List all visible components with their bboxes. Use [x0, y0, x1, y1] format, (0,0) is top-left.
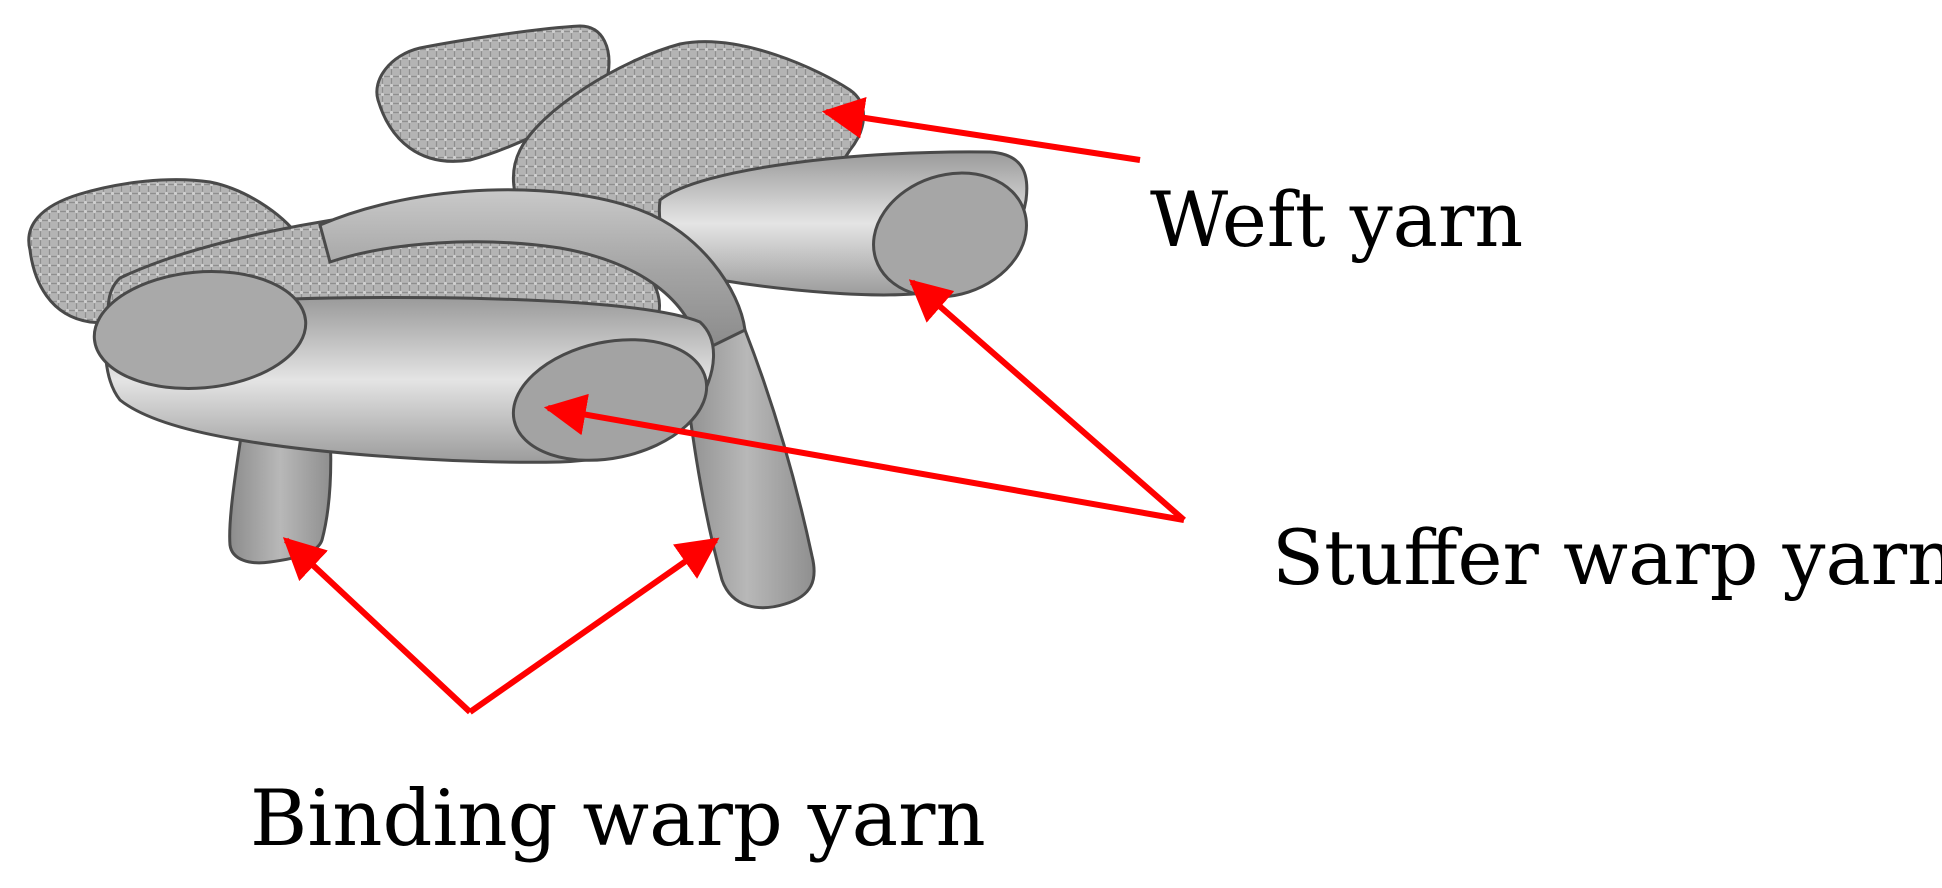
- binding-warp-yarn-label: Binding warp yarn: [250, 774, 986, 864]
- binding-warp-yarn-arch: [318, 188, 747, 355]
- arrow-stuffer-front: [543, 393, 1185, 523]
- binding-warp-yarn-left-leg: [228, 428, 333, 565]
- arrows: [282, 96, 1186, 715]
- stuffer-warp-yarn-label: Stuffer warp yarn: [1272, 513, 1942, 602]
- arrow-binding-left: [282, 537, 473, 715]
- arrow-binding-right: [468, 537, 720, 715]
- arrow-weft: [821, 96, 1141, 163]
- weft-yarn-back-left: [375, 24, 611, 163]
- weft-yarn-label: Weft yarn: [1150, 175, 1524, 264]
- arrow-stuffer-back: [908, 279, 1186, 523]
